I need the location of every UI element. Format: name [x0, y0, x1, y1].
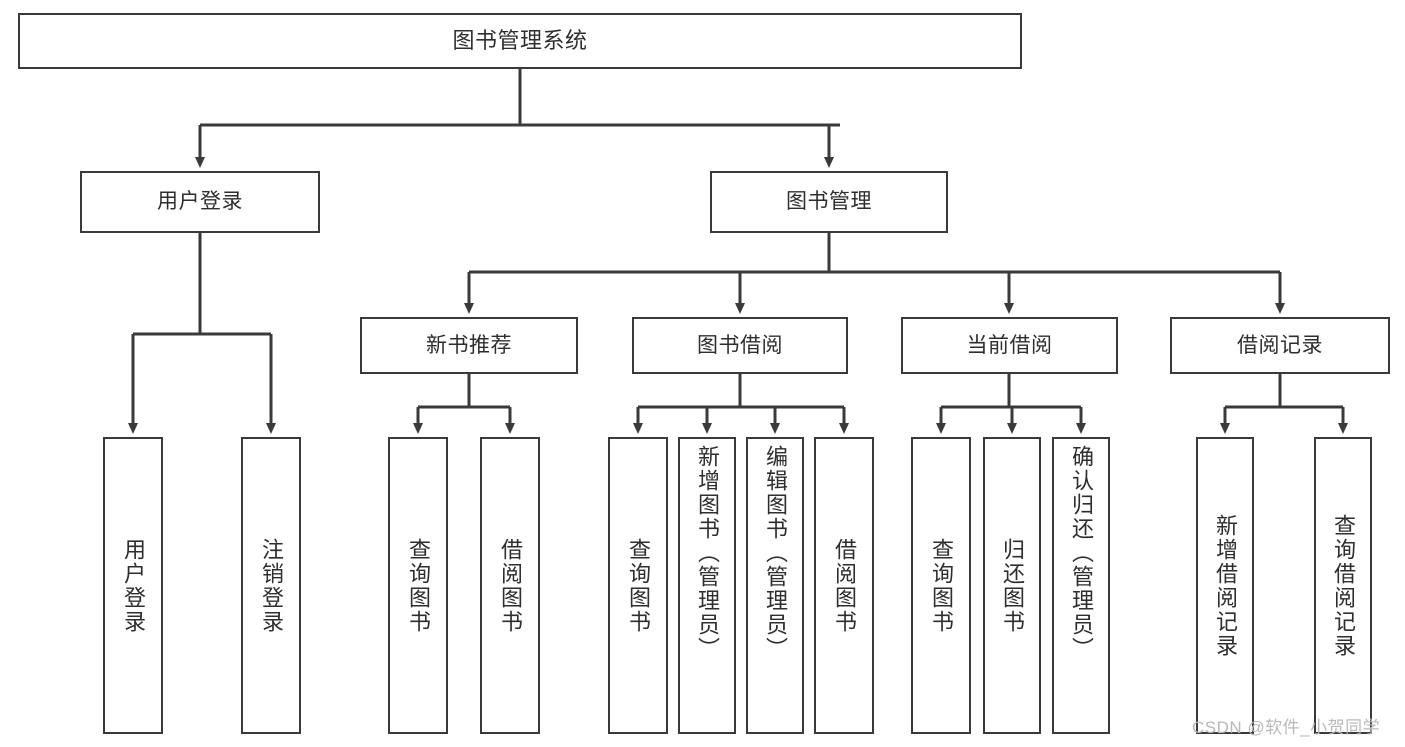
node-leaf-return-book[interactable]: 归还图书: [983, 437, 1041, 734]
node-book-borrow-label: 图书借阅: [697, 333, 783, 357]
node-user-login-label: 用户登录: [157, 190, 243, 214]
node-leaf-query-book-2-label: 查询图书: [625, 537, 651, 634]
node-leaf-query-book-1-label: 查询图书: [405, 537, 431, 634]
node-leaf-borrow-book-2[interactable]: 借阅图书: [814, 437, 874, 734]
node-leaf-edit-book-label: 编辑图书（管理员）: [762, 445, 788, 661]
node-new-book-rec-label: 新书推荐: [426, 333, 512, 357]
node-user-login[interactable]: 用户登录: [80, 171, 320, 233]
node-leaf-query-book-3[interactable]: 查询图书: [911, 437, 971, 734]
node-leaf-user-login-label: 用户登录: [120, 537, 146, 634]
node-leaf-borrow-book-1-label: 借阅图书: [497, 537, 523, 634]
node-leaf-add-book[interactable]: 新增图书（管理员）: [678, 437, 736, 734]
node-current-borrow-label: 当前借阅: [966, 333, 1053, 357]
node-leaf-user-login[interactable]: 用户登录: [103, 437, 163, 734]
node-borrow-record-label: 借阅记录: [1237, 333, 1323, 357]
node-leaf-logout-label: 注销登录: [258, 537, 284, 634]
node-leaf-query-book-3-label: 查询图书: [928, 537, 954, 634]
node-leaf-query-record[interactable]: 查询借阅记录: [1314, 437, 1372, 734]
node-leaf-query-book-1[interactable]: 查询图书: [388, 437, 448, 734]
node-leaf-confirm-return-label: 确认归还（管理员）: [1068, 445, 1094, 661]
node-leaf-add-record-label: 新增借阅记录: [1212, 513, 1238, 658]
node-book-manage[interactable]: 图书管理: [710, 171, 948, 233]
csdn-watermark: CSDN @软件_小贺同学: [1192, 718, 1381, 737]
node-leaf-borrow-book-1[interactable]: 借阅图书: [480, 437, 540, 734]
node-leaf-return-book-label: 归还图书: [999, 537, 1025, 634]
node-book-borrow[interactable]: 图书借阅: [632, 317, 848, 374]
node-leaf-add-record[interactable]: 新增借阅记录: [1196, 437, 1254, 734]
node-leaf-borrow-book-2-label: 借阅图书: [831, 537, 857, 634]
node-leaf-logout[interactable]: 注销登录: [241, 437, 301, 734]
node-borrow-record[interactable]: 借阅记录: [1170, 317, 1390, 374]
node-leaf-add-book-label: 新增图书（管理员）: [694, 445, 720, 661]
node-root[interactable]: 图书管理系统: [18, 13, 1022, 69]
node-root-label: 图书管理系统: [452, 27, 588, 53]
node-current-borrow[interactable]: 当前借阅: [901, 317, 1118, 374]
node-leaf-edit-book[interactable]: 编辑图书（管理员）: [746, 437, 804, 734]
node-book-manage-label: 图书管理: [786, 190, 872, 214]
node-leaf-query-book-2[interactable]: 查询图书: [608, 437, 668, 734]
node-leaf-query-record-label: 查询借阅记录: [1330, 513, 1356, 658]
node-new-book-rec[interactable]: 新书推荐: [360, 317, 578, 374]
node-leaf-confirm-return[interactable]: 确认归还（管理员）: [1052, 437, 1110, 734]
